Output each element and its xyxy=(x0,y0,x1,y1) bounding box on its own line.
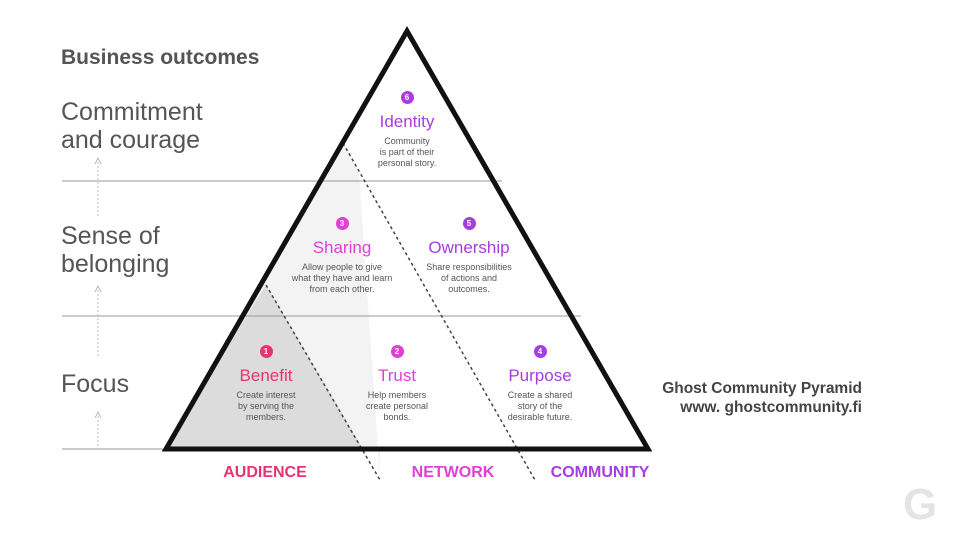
node-number-badge: 3 xyxy=(335,217,349,230)
axis-label-network: NETWORK xyxy=(411,464,495,481)
node-title: Ownership xyxy=(428,238,510,257)
arrow-up-icon xyxy=(94,410,102,446)
pyramid-outline xyxy=(161,25,653,452)
node-number-badge: 5 xyxy=(462,217,476,230)
level-label-belonging: Sense of belonging xyxy=(61,222,170,278)
node-title: Trust xyxy=(377,366,417,385)
network-dashed-divider xyxy=(342,142,536,481)
node-description: Share responsibilities of actions and ou… xyxy=(426,262,512,294)
node-benefit: 1 Benefit Create interest by serving the… xyxy=(191,345,341,423)
node-ownership: 5 Ownership Share responsibilities of ac… xyxy=(394,217,544,295)
node-description: Create a shared story of the desirable f… xyxy=(507,390,573,422)
brand-logo: G xyxy=(903,480,938,529)
arrow-up-icon xyxy=(94,156,102,216)
node-sharing: 3 Sharing Allow people to give what they… xyxy=(267,217,417,295)
level-label-commitment: Commitment and courage xyxy=(61,98,203,154)
level-label-focus: Focus xyxy=(61,370,130,398)
node-description: Help members create personal bonds. xyxy=(365,390,429,422)
credit-url: www. ghostcommunity.fi xyxy=(680,399,862,416)
node-title: Benefit xyxy=(239,366,293,385)
node-number-badge: 6 xyxy=(400,91,414,104)
credit-title: Ghost Community Pyramid xyxy=(662,380,862,397)
node-title: Purpose xyxy=(508,366,572,385)
axis-label-community: COMMUNITY xyxy=(550,464,650,481)
arrow-up-icon xyxy=(94,284,102,356)
node-description: Create interest by serving the members. xyxy=(236,390,296,422)
node-title: Sharing xyxy=(312,238,372,257)
node-identity: 6 Identity Community is part of their pe… xyxy=(332,91,482,169)
node-description: Allow people to give what they have and … xyxy=(291,262,393,294)
node-purpose: 4 Purpose Create a shared story of the d… xyxy=(465,345,615,423)
node-number-badge: 4 xyxy=(533,345,547,358)
node-number-badge: 2 xyxy=(390,345,404,358)
node-number-badge: 1 xyxy=(259,345,273,358)
audience-shaded-region xyxy=(164,285,363,449)
section-heading: Business outcomes xyxy=(61,46,260,69)
node-description: Community is part of their personal stor… xyxy=(377,136,437,168)
node-title: Identity xyxy=(379,112,435,131)
axis-label-audience: AUDIENCE xyxy=(223,464,307,481)
node-trust: 2 Trust Help members create personal bon… xyxy=(322,345,472,423)
